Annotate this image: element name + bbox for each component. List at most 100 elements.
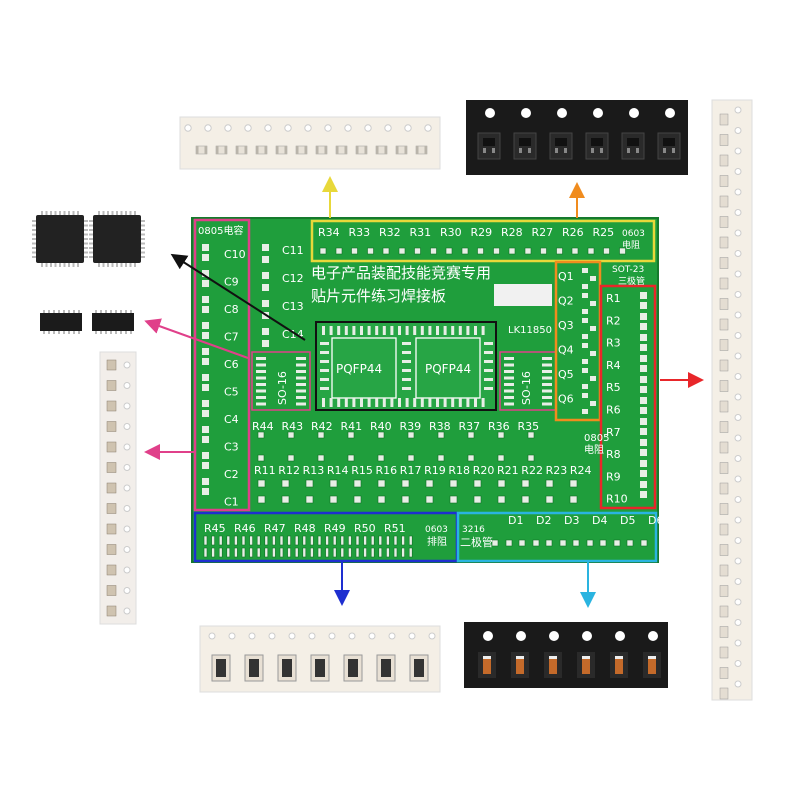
smd-resistor <box>719 318 729 331</box>
resistor-end <box>396 146 399 154</box>
soic-pad <box>256 370 266 373</box>
solder-pad <box>599 539 607 547</box>
qfp-pad <box>474 326 477 335</box>
chip-pin <box>59 263 61 267</box>
tape-sprocket-hole <box>288 632 296 640</box>
solder-pad <box>590 401 596 406</box>
solder-pad <box>477 247 484 255</box>
resistor-array-label: R47 <box>264 522 286 535</box>
solder-pad <box>640 344 647 351</box>
solder-pad <box>302 535 307 546</box>
qfp-pad <box>352 326 356 335</box>
soic-pad <box>504 363 514 367</box>
resistor-array-package <box>414 659 424 677</box>
chip-pin <box>141 233 145 236</box>
resistor-array-package <box>216 659 226 677</box>
tape-sprocket-hole <box>284 124 292 132</box>
solder-pad <box>640 397 647 404</box>
solder-pad <box>393 547 398 558</box>
resistor-end <box>336 146 339 154</box>
solder-pad <box>226 535 231 546</box>
solder-pad <box>491 539 499 547</box>
chip-pin <box>54 263 57 267</box>
resistor-label: R39 <box>400 420 422 433</box>
soic-pad <box>542 370 552 373</box>
chip-pin <box>141 256 145 258</box>
solder-pad <box>377 495 386 504</box>
solder-pad <box>262 256 269 263</box>
tape-sprocket-hole <box>408 632 416 640</box>
smd-diode <box>516 656 524 674</box>
chip-pin <box>77 211 79 215</box>
solder-pad <box>305 495 314 504</box>
solder-pad <box>202 462 209 469</box>
sot23-label-a: SOT-23 <box>612 265 644 275</box>
qfp-pad <box>428 398 432 407</box>
tape-sprocket-hole <box>324 124 332 132</box>
resistor-label: R15 <box>351 464 373 477</box>
solder-pad <box>202 280 209 287</box>
tape-sprocket-hole <box>521 108 531 118</box>
soic-pad <box>504 370 514 373</box>
resistor-array-label: R50 <box>354 522 376 535</box>
solder-pad <box>401 495 410 504</box>
resistor-label: R16 <box>376 464 398 477</box>
solder-pad <box>202 254 209 261</box>
smd-resistor <box>719 380 729 392</box>
solder-pad <box>218 547 223 558</box>
chip-pin <box>120 310 122 313</box>
qfp-pad <box>481 398 485 407</box>
smd-diode <box>549 656 557 674</box>
array-label-b: 排阻 <box>427 535 447 548</box>
soic-chip-1 <box>40 310 82 334</box>
solder-pad <box>425 495 434 504</box>
tape-sprocket-hole <box>734 373 742 380</box>
smd-resistor <box>719 523 729 536</box>
sot23-package <box>555 138 567 146</box>
qfp-pad <box>402 387 411 390</box>
chip-pin <box>32 251 36 254</box>
solder-pad <box>582 309 588 314</box>
qfp-pad <box>481 326 485 335</box>
solder-pad <box>249 535 253 546</box>
solder-pad <box>256 535 261 546</box>
solder-pad <box>310 535 314 546</box>
res0805-label-b: 电阻 <box>584 443 604 456</box>
resistor-label: R42 <box>311 420 333 433</box>
res0603-section-frame <box>310 219 656 263</box>
resistor-end <box>344 146 347 154</box>
smd-resistor <box>719 216 729 228</box>
smd-capacitor <box>106 605 117 617</box>
qfp-pad <box>402 369 411 372</box>
solder-pad <box>353 479 362 488</box>
sot23-package <box>663 138 675 146</box>
pqfp-area <box>315 321 497 411</box>
solder-pad <box>355 547 360 558</box>
resistor-end <box>356 146 359 154</box>
smd-resistor <box>719 503 729 515</box>
solder-pad <box>202 374 209 381</box>
chip-pin <box>58 331 60 334</box>
chip-pin <box>45 263 48 267</box>
solder-pad <box>640 539 648 547</box>
chip-pin <box>73 331 75 334</box>
tape-sprocket-hole <box>123 587 131 594</box>
solder-pad <box>234 535 238 546</box>
soic-left-label: SO-16 <box>276 371 289 405</box>
solder-pad <box>294 535 299 546</box>
resistor-array-label: R46 <box>234 522 256 535</box>
tape-sprocket-hole <box>734 188 742 196</box>
chip-pin <box>111 211 114 215</box>
solder-pad <box>407 431 415 439</box>
solder-pad <box>640 481 647 488</box>
sot23-package <box>483 138 495 146</box>
resistor-label: R8 <box>606 448 621 461</box>
solder-pad <box>556 247 563 255</box>
qfp-pad <box>322 398 325 407</box>
chip-pin <box>134 263 136 267</box>
chip-pin <box>89 242 93 245</box>
tape-sprocket-hole <box>734 557 742 565</box>
solder-pad <box>319 247 327 255</box>
board-labels: 0805电容 0603 电阻 SOT-23 三极管 0805 电阻 0603 排… <box>198 224 645 549</box>
